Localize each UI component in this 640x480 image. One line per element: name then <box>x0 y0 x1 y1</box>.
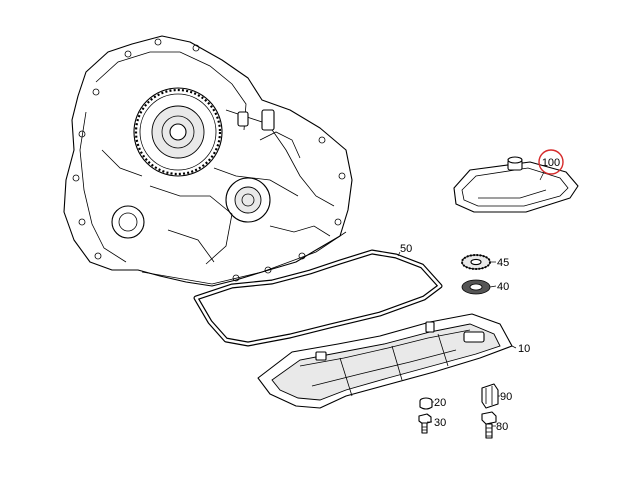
screw-part-30[interactable] <box>418 413 432 434</box>
pan-gasket-part-50[interactable] <box>193 249 443 347</box>
callout-20[interactable]: 20 <box>434 397 446 409</box>
oil-filter-part-100[interactable] <box>453 156 579 213</box>
washer-part-45[interactable] <box>461 254 491 270</box>
callout-40[interactable]: 40 <box>497 281 509 293</box>
drain-plug-part-90[interactable] <box>481 383 499 409</box>
callout-45[interactable]: 45 <box>497 257 509 269</box>
oil-pan-part-10[interactable] <box>257 313 513 409</box>
transmission-housing <box>63 35 353 287</box>
callout-80[interactable]: 80 <box>496 421 508 433</box>
bolt-part-80[interactable] <box>481 411 497 439</box>
callout-100[interactable]: 100 <box>542 157 560 169</box>
callout-10[interactable]: 10 <box>518 343 530 355</box>
callout-30[interactable]: 30 <box>434 417 446 429</box>
seal-ring-part-40[interactable] <box>461 279 491 295</box>
callout-100-highlight <box>538 149 564 175</box>
callout-90[interactable]: 90 <box>500 391 512 403</box>
nut-part-20[interactable] <box>419 397 433 410</box>
callout-50[interactable]: 50 <box>400 243 412 255</box>
